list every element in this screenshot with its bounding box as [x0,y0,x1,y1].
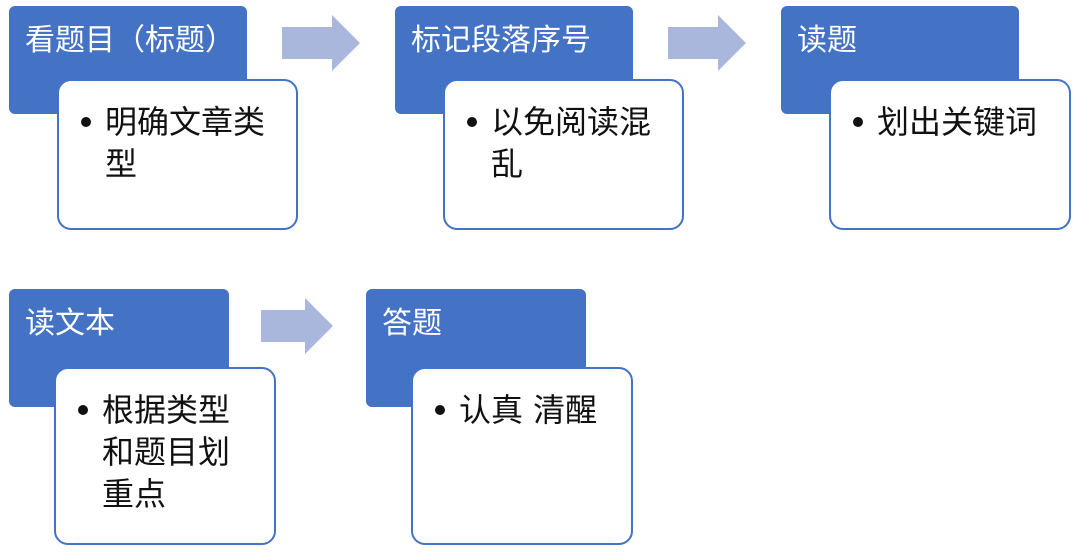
step-4-detail-box: 根据类型和题目划重点 [54,367,276,545]
step-3-detail: 划出关键词 [877,103,1038,141]
bullet-icon [435,405,445,415]
step-1-detail: 明确文章类型 [105,103,266,183]
right-arrow-icon [668,15,746,71]
bullet-icon [853,117,863,127]
step-5-detail-box: 认真 清醒 [411,367,633,545]
step-4-detail: 根据类型和题目划重点 [102,391,231,513]
step-2-detail: 以免阅读混乱 [491,103,652,183]
step-1-detail-box: 明确文章类型 [57,79,298,230]
bullet-icon [467,117,477,127]
bullet-icon [81,117,91,127]
right-arrow-icon [282,15,360,71]
step-3-detail-box: 划出关键词 [829,79,1071,230]
right-arrow-icon [261,298,333,354]
bullet-icon [78,405,88,415]
step-2-detail-box: 以免阅读混乱 [443,79,684,230]
step-5-detail: 认真 清醒 [459,391,598,429]
